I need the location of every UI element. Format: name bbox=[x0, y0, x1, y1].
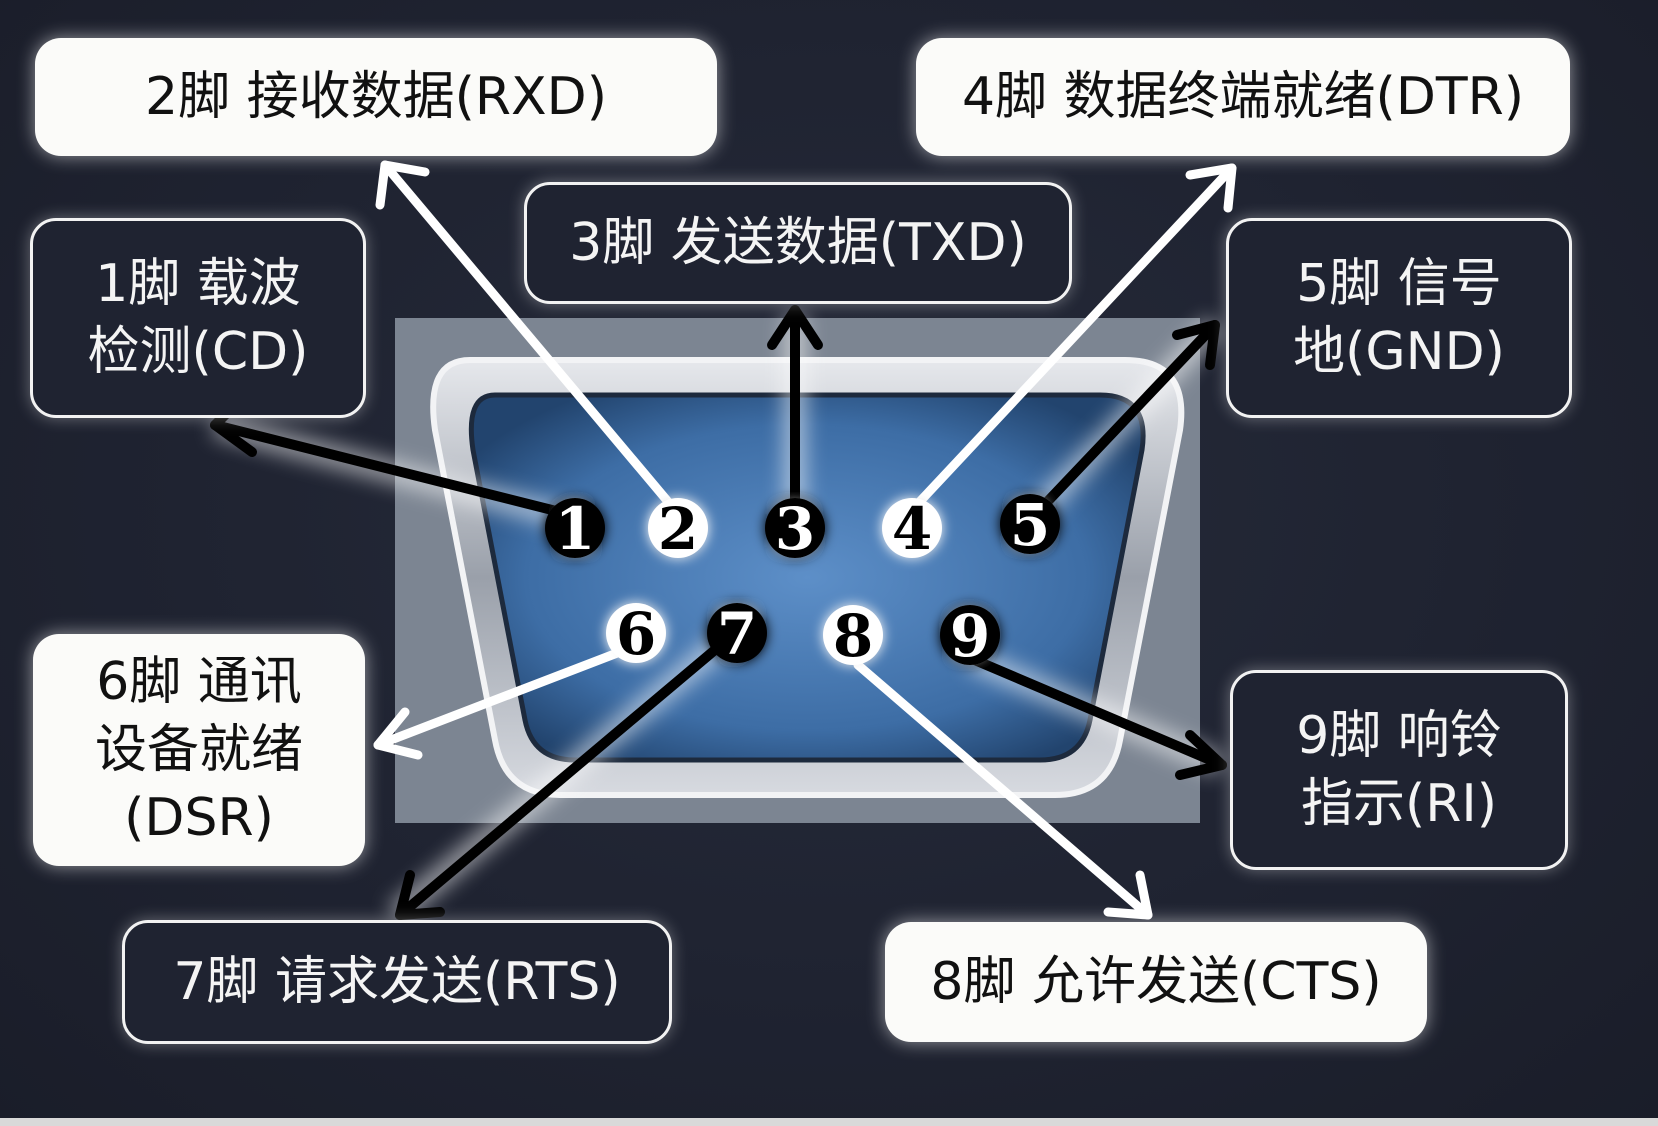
label-pin-1: 1脚 载波 检测(CD) bbox=[30, 218, 366, 418]
pin-8-number: 8 bbox=[833, 602, 873, 670]
arrow-pin-2 bbox=[380, 160, 680, 515]
white-arrows bbox=[373, 160, 1237, 920]
label-pin-9-line-1: 9脚 响铃 bbox=[1296, 706, 1502, 766]
label-pin-3: 3脚 发送数据(TXD) bbox=[524, 182, 1072, 304]
black-arrows bbox=[210, 305, 1227, 920]
arrow-pin-7 bbox=[395, 628, 740, 920]
pin-5-number: 5 bbox=[1010, 491, 1050, 559]
label-pin-1-line-2: 检测(CD) bbox=[87, 322, 309, 382]
pin-4-number: 4 bbox=[892, 495, 932, 563]
pin-3-number: 3 bbox=[775, 495, 815, 563]
pin-3: 3 bbox=[765, 495, 825, 563]
label-pin-6-line-1: 6脚 通讯 bbox=[96, 652, 302, 712]
pin-7: 7 bbox=[707, 600, 767, 668]
arrow-pin-1 bbox=[210, 420, 577, 520]
pin-2: 2 bbox=[648, 495, 708, 563]
label-pin-4: 4脚 数据终端就绪(DTR) bbox=[916, 38, 1570, 156]
arrow-pin-8 bbox=[853, 660, 1153, 920]
label-pin-9-line-2: 指示(RI) bbox=[1300, 774, 1498, 834]
pin-4: 4 bbox=[882, 495, 942, 563]
label-pin-8-line-1: 8脚 允许发送(CTS) bbox=[930, 952, 1382, 1012]
pin-7-number: 7 bbox=[717, 600, 757, 668]
pin-9: 9 bbox=[940, 602, 1000, 670]
pin-8: 8 bbox=[823, 602, 883, 670]
pin-2-number: 2 bbox=[658, 495, 698, 563]
label-pin-6-line-3: (DSR) bbox=[124, 788, 274, 848]
pin-9-number: 9 bbox=[950, 602, 990, 670]
label-pin-6: 6脚 通讯 设备就绪 (DSR) bbox=[33, 634, 365, 866]
label-pin-1-line-1: 1脚 载波 bbox=[95, 254, 301, 314]
pin-markers: 1 2 3 4 5 6 7 bbox=[545, 491, 1060, 670]
label-pin-8: 8脚 允许发送(CTS) bbox=[885, 922, 1427, 1042]
arrow-pin-4 bbox=[907, 163, 1237, 515]
pin-6: 6 bbox=[606, 600, 666, 668]
pin-5: 5 bbox=[1000, 491, 1060, 559]
label-pin-5-line-1: 5脚 信号 bbox=[1296, 254, 1502, 314]
label-pin-9: 9脚 响铃 指示(RI) bbox=[1230, 670, 1568, 870]
label-pin-4-line-1: 4脚 数据终端就绪(DTR) bbox=[961, 67, 1525, 127]
pin-1-number: 1 bbox=[555, 495, 595, 563]
label-pin-7-line-1: 7脚 请求发送(RTS) bbox=[173, 952, 621, 1012]
pin-6-number: 6 bbox=[616, 600, 656, 668]
label-pin-5-line-2: 地(GND) bbox=[1293, 322, 1505, 382]
connector-face bbox=[468, 392, 1146, 763]
arrow-pin-9 bbox=[965, 653, 1227, 770]
label-pin-3-line-1: 3脚 发送数据(TXD) bbox=[569, 213, 1027, 273]
label-pin-2: 2脚 接收数据(RXD) bbox=[35, 38, 717, 156]
label-pin-5: 5脚 信号 地(GND) bbox=[1226, 218, 1572, 418]
pin-1: 1 bbox=[545, 495, 605, 563]
label-pin-6-line-2: 设备就绪 bbox=[94, 720, 303, 780]
arrow-pin-5 bbox=[1025, 320, 1220, 525]
label-pin-7: 7脚 请求发送(RTS) bbox=[122, 920, 672, 1044]
arrow-pin-6 bbox=[373, 645, 630, 750]
label-pin-2-line-1: 2脚 接收数据(RXD) bbox=[145, 67, 607, 127]
bottom-strip bbox=[0, 1118, 1658, 1126]
